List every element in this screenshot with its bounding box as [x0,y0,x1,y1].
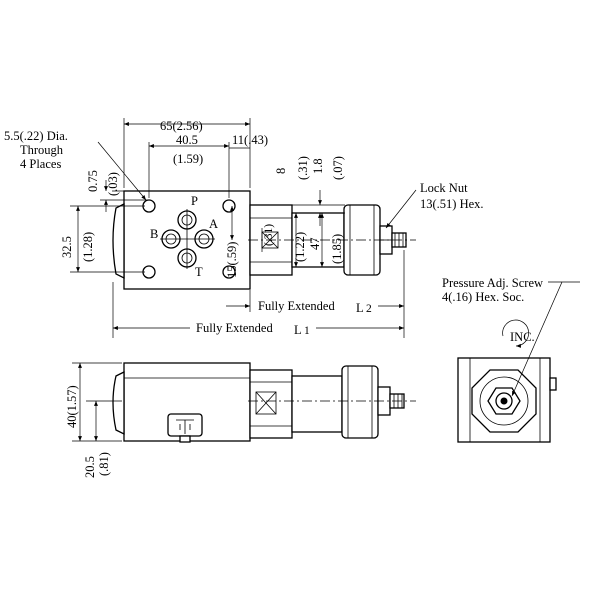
dim-1-59-label: (1.59) [173,152,203,166]
left-end-cap-top [112,202,125,280]
port-p-label: P [191,194,198,208]
dim-0-75-label: 0.75 [86,170,100,192]
neck-side [249,369,293,439]
port-t-label: T [195,265,203,279]
mounting-hole [222,199,236,213]
pressure-screw-size-label: 4(.16) Hex. Soc. [442,290,524,304]
hole-places-label: 4 Places [20,157,61,171]
dim-65-label: 65(2.56) [160,119,203,133]
dim-81-label: (.81) [97,452,111,476]
dim-40-5-label: 40.5 [176,133,198,147]
l1-subscript: 1 [304,325,310,337]
adjuster-housing-side [291,375,343,433]
inc-rotation-arrow [502,319,529,348]
fully-ext-l2-label: Fully Extended [258,299,335,313]
port-b-label: B [150,227,158,241]
dim-15-label: 15(.59) [225,242,239,278]
top-view: P A B T 65(2.56) 40.5 (1.59) 11(.43) 0.7… [4,118,484,338]
l2-letter: L [356,301,364,315]
dim-8-label: 8 [274,168,288,174]
dim-03-label: (.03) [106,172,120,196]
side-view: 40(1.57) 20.5 (.81) [65,362,416,478]
lock-nut-size-label: 13(.51) Hex. [420,197,484,211]
dim-1-85-label: (1.85) [330,234,344,264]
port-cluster [160,209,215,269]
dim-31-b-label: (.31) [263,224,275,246]
dim-07-label: (.07) [331,156,345,180]
l1-letter: L [294,323,302,337]
dim-31-a-label: (.31) [296,156,310,180]
left-end-cap-side [112,370,125,436]
fully-ext-l1-label: Fully Extended [196,321,273,335]
l2-subscript: 2 [366,303,372,315]
inc-label: INC. [510,330,535,344]
mounting-hole [222,265,236,279]
dim-47-label: 47 [308,238,322,251]
end-view: Pressure Adj. Screw 4(.16) Hex. Soc. INC… [442,276,580,443]
adjuster-knob-side [341,365,379,439]
hole-through-label: Through [20,143,64,157]
dim-1-22-label: (1.22) [293,232,307,262]
dim-1-8-label: 1.8 [311,158,325,174]
pressure-screw-label: Pressure Adj. Screw [442,276,543,290]
port-a-label: A [209,217,218,231]
dim-40-label: 40(1.57) [65,385,79,428]
dim-20-5-label: 20.5 [83,456,97,478]
dim-1-28-label: (1.28) [81,232,95,262]
dim-11-label: 11(.43) [232,133,268,147]
dim-32-5-label: 32.5 [60,236,74,258]
hole-dia-label: 5.5(.22) Dia. [4,129,68,143]
lock-nut-label: Lock Nut [420,181,468,195]
